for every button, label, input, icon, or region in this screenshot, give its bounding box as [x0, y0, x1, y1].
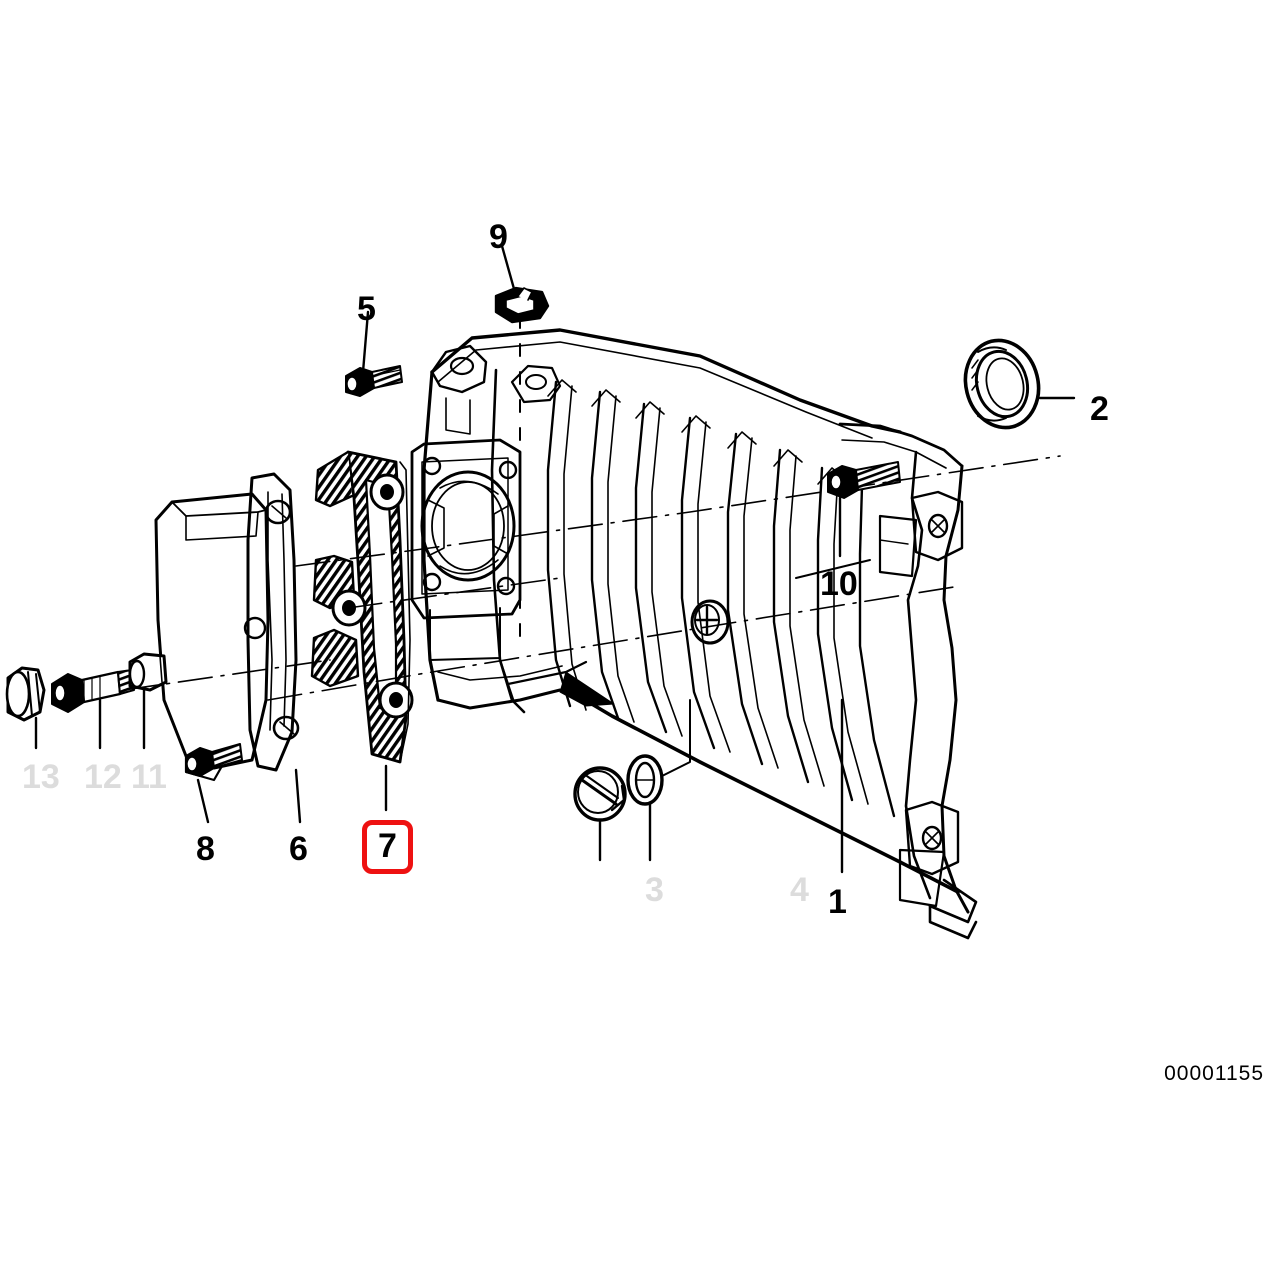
callout-label-12[interactable]: 12 — [84, 758, 122, 796]
screw-plug — [573, 766, 627, 822]
diagram-reference-number: 00001155 — [1164, 1062, 1264, 1085]
callout-label-5[interactable]: 5 — [357, 290, 376, 328]
callout-label-7[interactable]: 7 — [362, 820, 413, 874]
timing-case-gasket — [310, 450, 414, 764]
hex-socket-bolt-upper — [345, 365, 403, 397]
callout-label-6[interactable]: 6 — [289, 830, 308, 868]
spacer-sleeve — [128, 652, 168, 692]
callout-leaders — [34, 244, 1076, 874]
crankshaft-oil-seal — [963, 338, 1041, 430]
alignment-axes — [123, 455, 1061, 701]
rubber-bushing — [5, 666, 46, 722]
callout-label-1[interactable]: 1 — [828, 883, 847, 921]
cover-plate-bracket — [154, 472, 300, 782]
housing-upper-left-boss — [430, 344, 488, 435]
callout-label-10[interactable]: 10 — [820, 565, 858, 603]
callout-label-3[interactable]: 3 — [645, 871, 664, 909]
callout-label-2[interactable]: 2 — [1090, 390, 1109, 428]
flange-bolt — [827, 461, 901, 499]
timing-case-housing-body — [422, 328, 960, 894]
callout-label-9[interactable]: 9 — [489, 218, 508, 256]
retaining-clamp — [494, 286, 550, 324]
threaded-stud-bolt — [51, 669, 135, 713]
rib-screw-boss — [690, 599, 730, 645]
callout-label-4[interactable]: 4 — [790, 871, 809, 909]
housing-cooling-ribs — [546, 379, 896, 818]
callout-label-11[interactable]: 11 — [131, 758, 167, 796]
gasket-bolt-eyes — [331, 473, 414, 719]
callout-label-13[interactable]: 13 — [22, 758, 60, 796]
housing-right-flange-arm — [838, 422, 978, 940]
callout-label-8[interactable]: 8 — [196, 830, 215, 868]
housing-upper-mid-boss — [510, 364, 562, 404]
hex-socket-bolt-lower — [185, 743, 243, 777]
sealing-washer — [626, 754, 664, 806]
